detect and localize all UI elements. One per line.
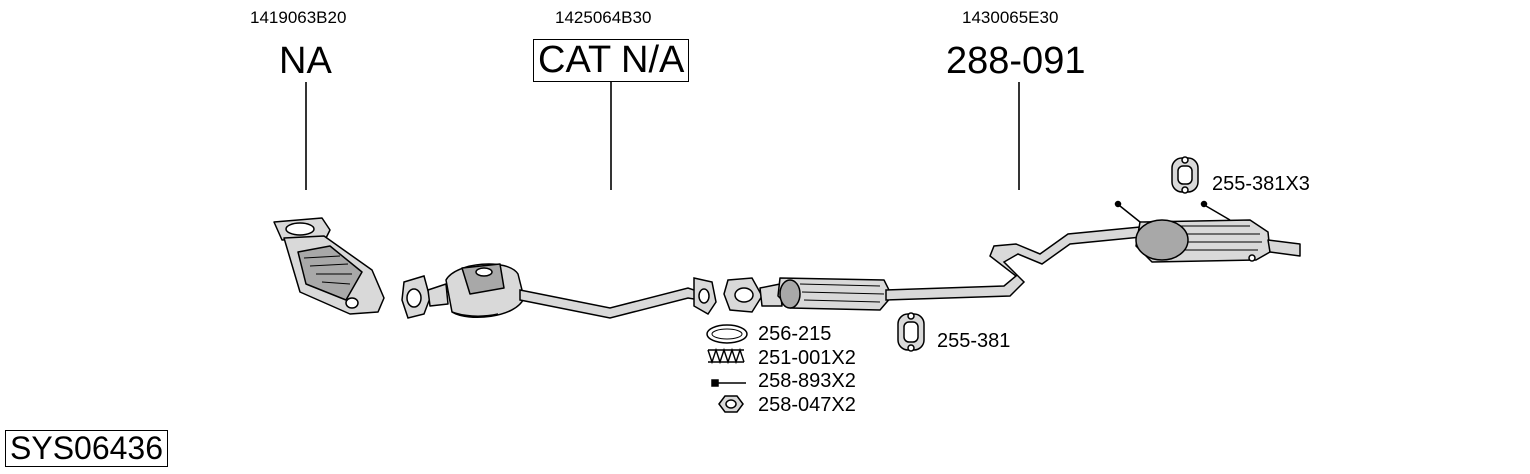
rubber-mount-icon bbox=[1171, 156, 1199, 194]
fitting-label-bolt: 258-893X2 bbox=[758, 370, 856, 392]
front-manifold-catalyst bbox=[273, 217, 385, 315]
intermediate-flange bbox=[693, 277, 717, 315]
fitting-label-gasket: 256-215 bbox=[758, 323, 832, 345]
catalytic-converter bbox=[427, 263, 525, 318]
system-id: SYS06436 bbox=[5, 430, 169, 467]
fitting-label-rear-mount: 255-381X3 bbox=[1212, 173, 1310, 195]
tail-pipe bbox=[885, 225, 1153, 301]
front-flange bbox=[401, 275, 431, 319]
oe-number-manifold: 1419063B20 bbox=[250, 8, 347, 27]
gasket-icon bbox=[706, 324, 748, 344]
nut-icon bbox=[718, 395, 744, 413]
bolt-icon bbox=[711, 379, 746, 387]
fitting-label-nut: 258-047X2 bbox=[758, 394, 856, 416]
middle-silencer bbox=[759, 277, 893, 311]
rear-silencer bbox=[1114, 200, 1301, 263]
fitting-label-middle-mount: 255-381 bbox=[937, 330, 1011, 352]
rubber-mount-icon bbox=[897, 312, 925, 352]
intermediate-pipe bbox=[519, 287, 701, 319]
fitting-label-spring: 251-001X2 bbox=[758, 347, 856, 369]
oe-number-catalyst: 1425064B30 bbox=[555, 8, 652, 27]
oe-number-silencer: 1430065E30 bbox=[962, 8, 1059, 27]
part-number-manifold: NA bbox=[279, 40, 332, 82]
part-number-catalyst: CAT N/A bbox=[533, 39, 690, 82]
spring-icon bbox=[707, 347, 745, 365]
middle-flange bbox=[723, 277, 763, 313]
part-number-silencer: 288-091 bbox=[946, 40, 1086, 82]
